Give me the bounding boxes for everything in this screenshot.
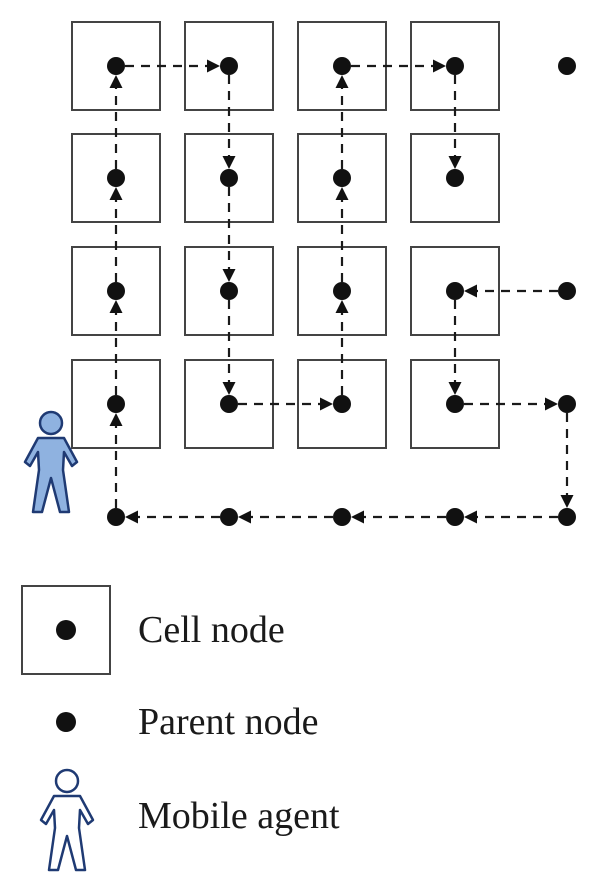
cell-node — [446, 395, 464, 413]
cell-node — [107, 282, 125, 300]
parent-node — [107, 508, 125, 526]
mobile-agent-icon — [23, 410, 79, 514]
cell-node — [333, 57, 351, 75]
cell-node — [446, 169, 464, 187]
cell-node — [220, 395, 238, 413]
parent-node — [558, 57, 576, 75]
cell-node — [220, 282, 238, 300]
legend-parent-node-label: Parent node — [138, 701, 319, 743]
legend-mobile-agent-icon — [39, 768, 95, 872]
cell-node — [333, 395, 351, 413]
cell-node — [107, 169, 125, 187]
cell-node — [220, 169, 238, 187]
cell-node — [107, 57, 125, 75]
legend-mobile-agent-label: Mobile agent — [138, 795, 340, 837]
nodes — [107, 57, 576, 526]
legend-cell-node-box — [21, 585, 111, 675]
parent-node — [446, 508, 464, 526]
parent-node — [220, 508, 238, 526]
parent-node — [558, 395, 576, 413]
cell-node — [333, 282, 351, 300]
cell-node — [220, 57, 238, 75]
parent-node — [333, 508, 351, 526]
cell-node — [446, 282, 464, 300]
cell-node — [446, 57, 464, 75]
cell-box — [410, 133, 500, 223]
cell-node — [107, 395, 125, 413]
parent-node — [558, 282, 576, 300]
legend-parent-node-dot — [56, 712, 76, 732]
legend-cell-node-dot — [56, 620, 76, 640]
parent-node — [558, 508, 576, 526]
cell-node — [333, 169, 351, 187]
cell-grid — [71, 21, 500, 449]
legend-cell-node-label: Cell node — [138, 609, 285, 651]
